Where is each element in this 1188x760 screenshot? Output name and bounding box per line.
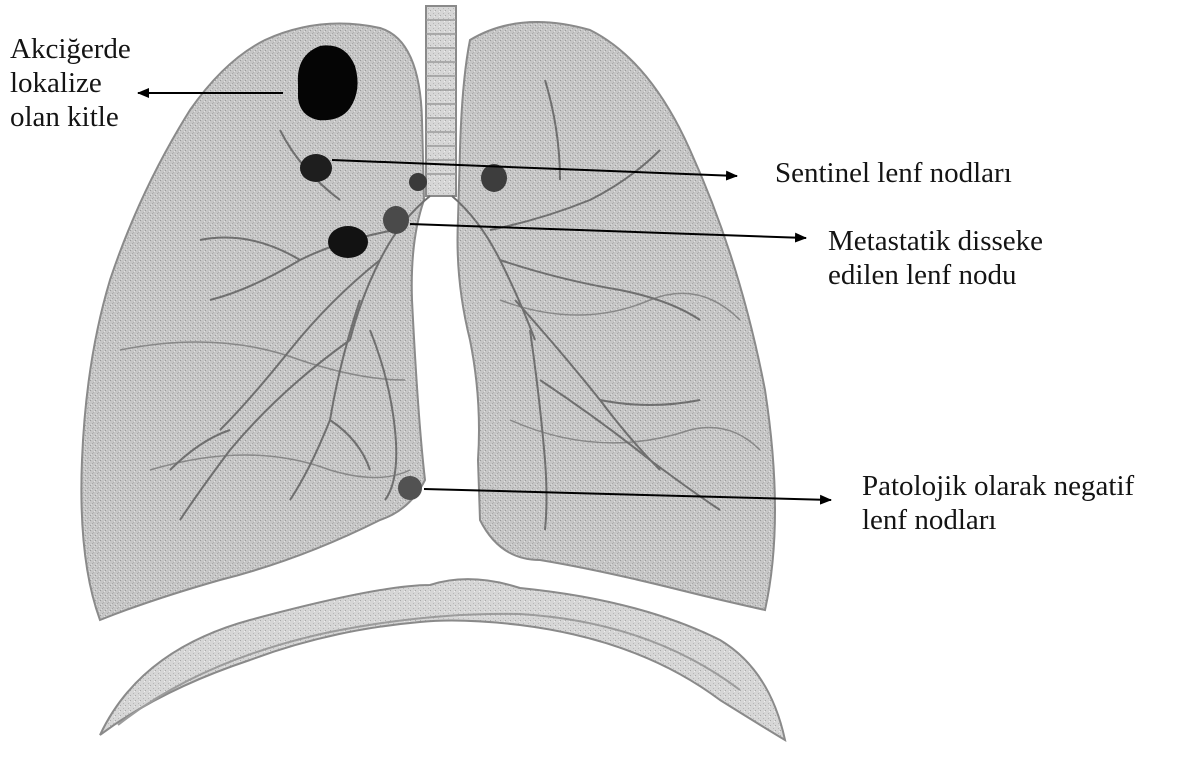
trachea xyxy=(426,6,456,196)
sentinel-node-2 xyxy=(409,173,427,191)
negative-node xyxy=(398,476,422,500)
mediastinal-node xyxy=(328,226,368,258)
label-line: Patolojik olarak negatif xyxy=(862,469,1134,503)
diaphragm xyxy=(100,579,785,740)
label-line: Metastatik disseke xyxy=(828,224,1043,258)
metastatic-node xyxy=(383,206,409,234)
label-metastatic-node: Metastatik disseke edilen lenf nodu xyxy=(828,224,1043,292)
label-line: edilen lenf nodu xyxy=(828,258,1043,292)
label-lung-mass: Akciğerde lokalize olan kitle xyxy=(10,32,131,134)
label-negative-nodes: Patolojik olarak negatif lenf nodları xyxy=(862,469,1134,537)
right-lung xyxy=(81,24,425,620)
sentinel-node-3 xyxy=(481,164,507,192)
label-sentinel-nodes: Sentinel lenf nodları xyxy=(775,156,1012,190)
lung-mass xyxy=(298,45,358,120)
sentinel-node-1 xyxy=(300,154,332,182)
label-line: olan kitle xyxy=(10,100,131,134)
label-line: lokalize xyxy=(10,66,131,100)
label-line: lenf nodları xyxy=(862,503,1134,537)
label-line: Akciğerde xyxy=(10,32,131,66)
label-line: Sentinel lenf nodları xyxy=(775,156,1012,190)
left-lung xyxy=(458,22,776,610)
